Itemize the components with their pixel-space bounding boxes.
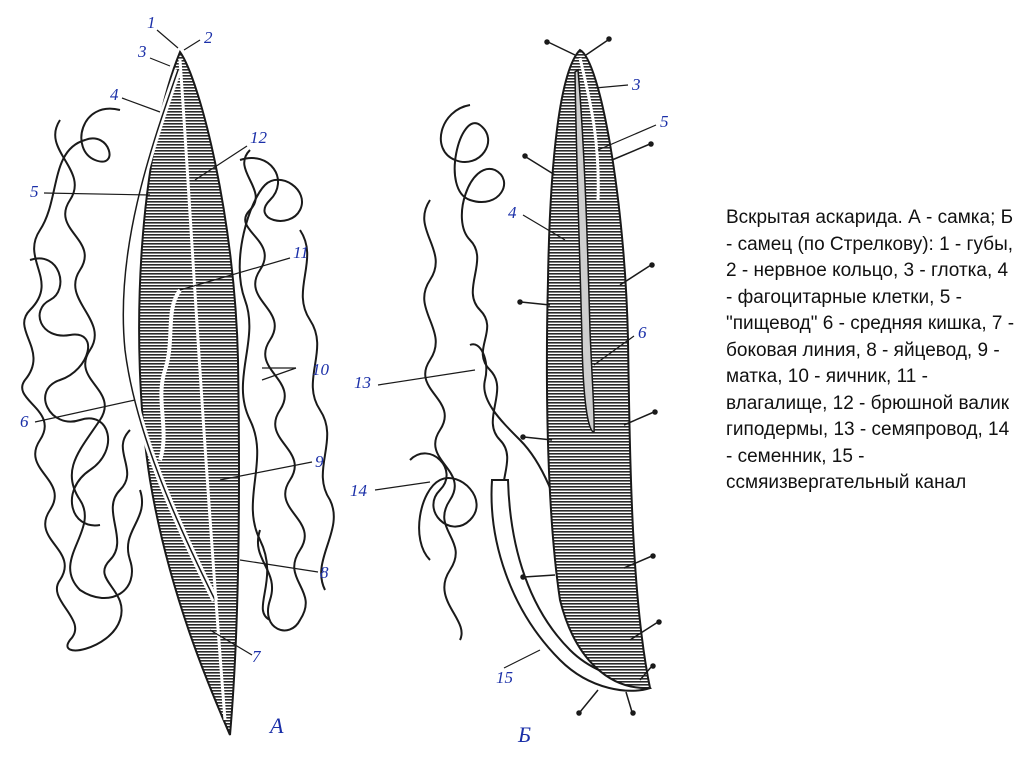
label-a-5: 5 (30, 182, 39, 201)
ovary-coils-right-2 (238, 157, 303, 621)
ovary-coils-left (21, 107, 131, 652)
testis-coils-2 (423, 199, 463, 641)
ovary-coils-right-3 (299, 229, 335, 591)
testis-coils-3 (409, 452, 478, 561)
figure-b-letter: Б (517, 722, 531, 747)
label-b-14: 14 (350, 481, 368, 500)
label-a-7: 7 (252, 647, 262, 666)
label-a-4: 4 (110, 85, 119, 104)
male-pharynx (578, 57, 600, 201)
label-a-1: 1 (147, 13, 156, 32)
ovary-coils-left-3 (29, 257, 109, 527)
label-b-3: 3 (631, 75, 641, 94)
figure-b-leaders (374, 84, 657, 669)
ovary-coils-right (243, 149, 307, 632)
label-b-5: 5 (660, 112, 669, 131)
male-body (545, 48, 652, 690)
figure-a-letter: А (268, 713, 284, 738)
figure-a-female: 1 2 3 4 5 6 7 8 9 10 11 12 А (20, 13, 335, 738)
label-a-6: 6 (20, 412, 29, 431)
label-a-2: 2 (204, 28, 213, 47)
label-a-8: 8 (320, 563, 329, 582)
figure-a-leaders (34, 29, 319, 656)
male-intestine (574, 68, 595, 433)
vagina (158, 288, 182, 461)
label-b-13: 13 (354, 373, 371, 392)
spicule-pins (517, 36, 662, 716)
intestine-outline (122, 69, 216, 601)
lateral-line (178, 59, 227, 721)
label-a-3: 3 (137, 42, 147, 61)
label-a-12: 12 (250, 128, 268, 147)
label-a-9: 9 (315, 452, 324, 471)
label-b-15: 15 (496, 668, 513, 687)
ovary-coils-left-2 (54, 119, 143, 600)
female-body (138, 49, 241, 736)
figure-caption: Вскрытая аскарида. А - самка; Б - самец … (726, 207, 1015, 493)
figure-b-male: 3 4 5 6 13 14 15 Б (350, 36, 669, 747)
label-a-10: 10 (312, 360, 330, 379)
label-a-11: 11 (293, 243, 309, 262)
testis-coils (439, 104, 511, 511)
label-b-6: 6 (638, 323, 647, 342)
label-b-4: 4 (508, 203, 517, 222)
